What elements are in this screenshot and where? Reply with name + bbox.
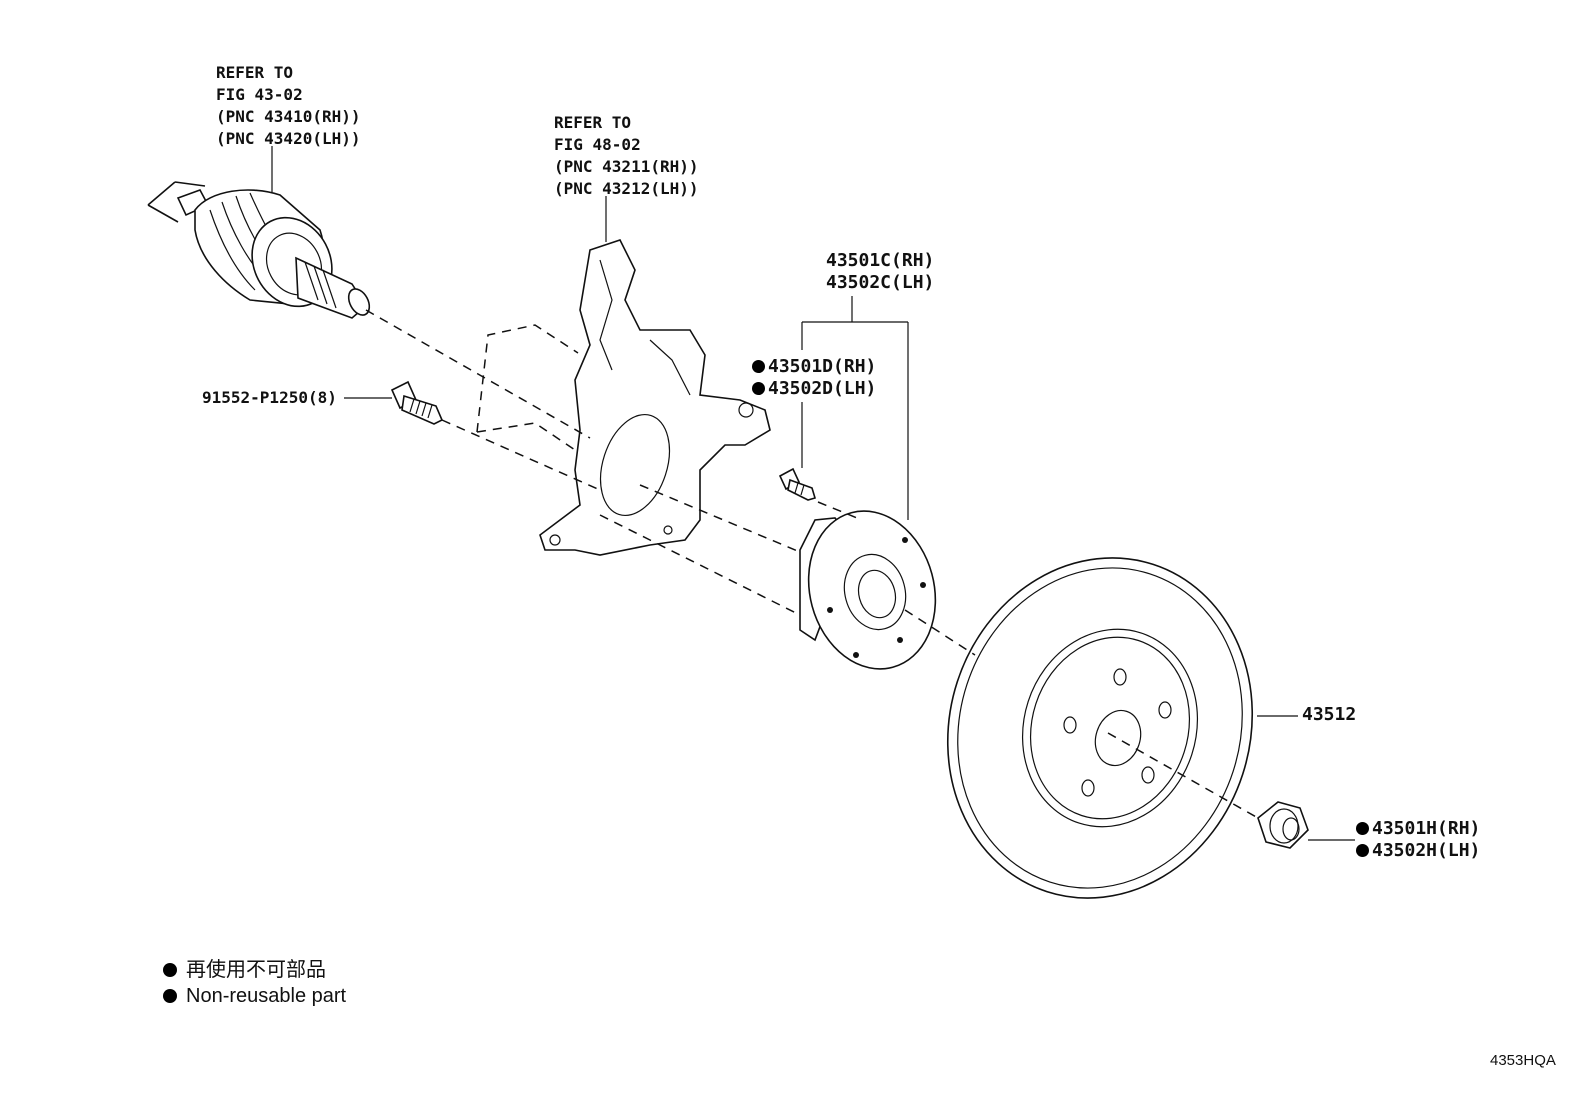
disc-part-number: 43512	[1302, 704, 1357, 725]
hub-nut-rh: 43501H(RH)	[1372, 818, 1481, 839]
figure-code: 4353HQA	[1490, 1052, 1556, 1069]
knuckle-callout-line1: REFER TO	[554, 113, 632, 132]
hub-assembly-rh: 43501C(RH)	[826, 250, 935, 271]
hub-bolt-rh: 43501D(RH)	[768, 356, 877, 377]
hub-assembly-callout: 43501C(RH) 43502C(LH)	[826, 250, 934, 294]
hub-assembly-illustration	[799, 510, 937, 670]
steering-knuckle-illustration	[539, 239, 771, 556]
legend: 再使用不可部品 Non-reusable part	[163, 957, 346, 1009]
flange-bolt-illustration	[390, 380, 444, 425]
disc-callout: 43512	[1302, 704, 1356, 726]
hub-bolt-lh: 43502D(LH)	[768, 378, 877, 399]
hub-assembly-lh: 43502C(LH)	[826, 272, 935, 293]
knuckle-callout-line4: (PNC 43212(LH))	[554, 179, 699, 198]
knuckle-callout-line2: FIG 48-02	[554, 135, 641, 154]
non-reusable-dot-icon	[1356, 844, 1369, 857]
non-reusable-dot-icon	[163, 963, 177, 977]
knuckle-callout-line3: (PNC 43211(RH))	[554, 157, 699, 176]
legend-english: Non-reusable part	[186, 985, 347, 1007]
non-reusable-dot-icon	[752, 360, 765, 373]
bolt-callout: 91552-P1250(8)	[202, 387, 337, 409]
non-reusable-dot-icon	[1356, 822, 1369, 835]
drive-shaft-callout-line2: FIG 43-02	[216, 85, 303, 104]
knuckle-callout: REFER TO FIG 48-02 (PNC 43211(RH)) (PNC …	[554, 112, 699, 200]
hub-nut-illustration	[1257, 801, 1309, 849]
bolt-part-number: 91552-P1250(8)	[202, 388, 337, 407]
drive-shaft-callout-line4: (PNC 43420(LH))	[216, 129, 361, 148]
drive-shaft-callout-line3: (PNC 43410(RH))	[216, 107, 361, 126]
legend-japanese: 再使用不可部品	[186, 959, 326, 981]
drive-shaft-callout: REFER TO FIG 43-02 (PNC 43410(RH)) (PNC …	[216, 62, 361, 150]
non-reusable-dot-icon	[752, 382, 765, 395]
non-reusable-dot-icon	[163, 989, 177, 1003]
brake-disc-illustration	[946, 557, 1254, 899]
hub-bolt-illustration	[778, 467, 816, 501]
drive-shaft-illustration	[147, 181, 371, 319]
leader-lines	[271, 146, 1355, 841]
hub-bolt-callout: 43501D(RH) 43502D(LH)	[752, 356, 876, 400]
hub-nut-lh: 43502H(LH)	[1372, 840, 1481, 861]
assembly-axis-lines	[365, 309, 1259, 819]
drive-shaft-callout-line1: REFER TO	[216, 63, 294, 82]
hub-nut-callout: 43501H(RH) 43502H(LH)	[1356, 818, 1480, 862]
